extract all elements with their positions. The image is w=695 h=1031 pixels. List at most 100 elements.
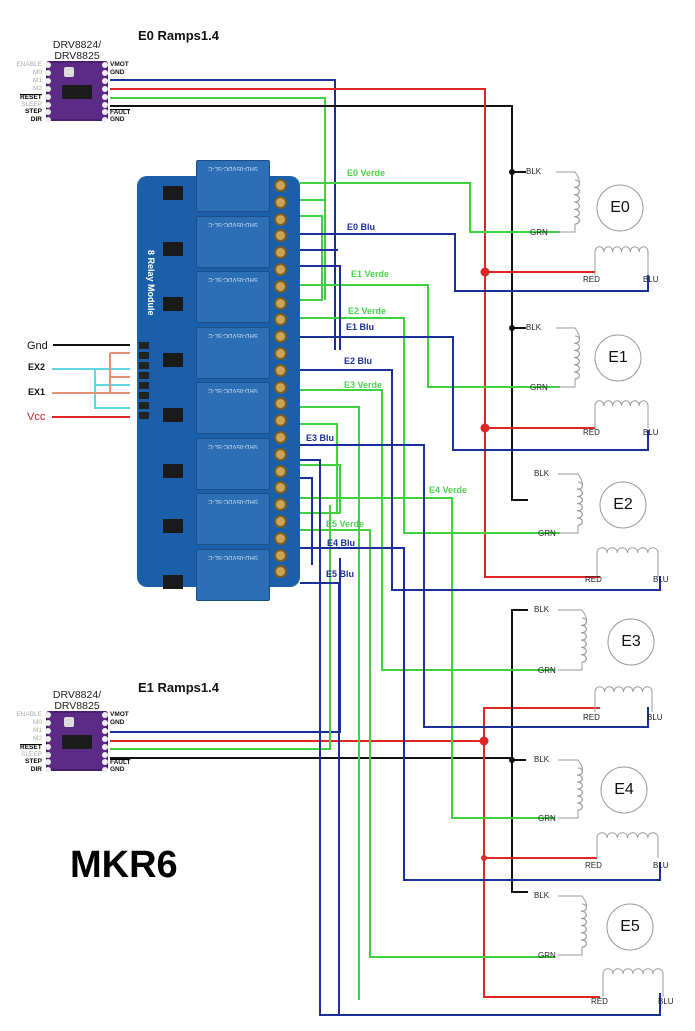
driver-pin — [102, 93, 108, 100]
terminal-screw — [274, 313, 287, 327]
motor-coil-b — [596, 832, 659, 858]
motor-body-circle — [596, 184, 644, 232]
coil-label-red: RED — [583, 428, 600, 437]
terminal-screw — [274, 212, 287, 226]
stepper-motor-e5 — [558, 895, 664, 997]
driver-pin — [45, 69, 51, 76]
coil-label-grn: GRN — [538, 529, 556, 538]
relay-marking: SRD-05VDC-SL-C — [208, 442, 258, 449]
wire-label-e1-verde: E1 Verde — [351, 269, 390, 279]
optocoupler — [163, 241, 183, 256]
wire-e5-blu — [300, 582, 340, 1015]
stepper-motor-e3 — [558, 609, 655, 712]
coil-label-red: RED — [591, 997, 608, 1006]
terminal-screw — [274, 464, 287, 478]
coil-label-blk: BLK — [526, 167, 542, 176]
coil-label-blk: BLK — [534, 605, 550, 614]
driver-pin-label-m1: M1 — [32, 76, 42, 84]
coil-label-red: RED — [583, 275, 600, 284]
coil-label-blk: BLK — [534, 755, 550, 764]
motor-coil-a-loops — [573, 335, 580, 380]
optocoupler — [163, 352, 183, 367]
stepper-motor-e0 — [556, 171, 649, 275]
wire-relay-link — [300, 265, 341, 350]
driver-pin — [45, 93, 51, 100]
motor-name-e3: E3 — [621, 633, 641, 650]
wire-black-bus-lower — [511, 610, 528, 893]
wire-label-e4-verde: E4 Verde — [429, 485, 468, 495]
driver-pin — [45, 743, 51, 750]
driver-pin-label-fault: FAULT — [110, 109, 131, 117]
motor-coil-a-loops — [573, 179, 580, 225]
driver-e0-title: E0 Ramps1.4 — [138, 28, 219, 43]
wire-black-bus-upper — [511, 172, 528, 501]
optocoupler — [163, 297, 183, 311]
coil-label-blk: BLK — [526, 323, 542, 332]
driver-pin-label-m1: M1 — [32, 726, 42, 734]
wire-label-e5-blu: E5 Blu — [326, 569, 355, 579]
input-vcc-label: Vcc — [27, 411, 46, 423]
wire-e0-reset-green — [110, 97, 326, 300]
driver-pin — [45, 62, 51, 68]
driver-pin — [102, 77, 108, 84]
motor-coil-b — [594, 400, 649, 428]
motor-name-e5: E5 — [620, 918, 640, 935]
wire-label-e2-blu: E2 Blu — [344, 356, 373, 366]
terminal-screw — [274, 565, 287, 579]
relay-marking: SRD-05VDC-SL-C — [208, 331, 258, 338]
terminal-screw — [274, 548, 287, 562]
coil-label-blu: BLU — [653, 575, 669, 584]
driver-pin — [45, 759, 51, 766]
stepper-motor-e4 — [558, 759, 659, 858]
stepper-motor-e2 — [558, 473, 659, 577]
driver-pin-label-gnd: GND — [110, 718, 125, 726]
driver-pin-label-reset: RESET — [20, 93, 42, 101]
relay: SRD-05VDC-SL-C — [196, 382, 270, 434]
wire-relay-link — [300, 215, 323, 301]
motor-coil-a-loops — [576, 481, 583, 526]
terminal-screw — [274, 447, 287, 461]
motor-name-e0: E0 — [610, 199, 630, 216]
driver-pin — [45, 751, 51, 758]
terminal-screw — [274, 246, 287, 260]
red-junction-dot — [480, 267, 490, 277]
driver-pin-label-gnd: GND — [110, 116, 125, 124]
wire-label-e2-verde: E2 Verde — [348, 306, 387, 316]
terminal-screw — [274, 531, 287, 545]
motor-coil-a-loops — [580, 617, 587, 663]
optocoupler — [163, 463, 183, 478]
header-pin — [139, 412, 149, 419]
relay-marking: SRD-05VDC-SL-C — [208, 498, 258, 504]
wire-e1-m2-red — [110, 707, 600, 742]
relay: SRD-05VDC-SL-C — [196, 326, 270, 379]
coil-label-blu: BLU — [647, 713, 663, 722]
wire-relay-link — [300, 423, 338, 513]
wire-relay-link — [300, 406, 360, 1000]
driver-pin — [45, 101, 51, 108]
driver-pin-label-m2: M2 — [32, 84, 42, 92]
terminal-screw — [274, 179, 287, 192]
header-pin — [139, 372, 149, 379]
brand-title: MKR6 — [70, 844, 178, 886]
driver-e0-name-line1: DRV8824/ — [52, 39, 102, 51]
motor-name-e4: E4 — [614, 781, 634, 798]
driver-e1-name-line2: DRV8825 — [54, 700, 100, 712]
driver-pin — [45, 735, 51, 742]
wire-e3-verde — [300, 389, 555, 671]
driver-pin — [45, 719, 51, 726]
driver-pin — [45, 727, 51, 734]
coil-label-red: RED — [583, 713, 600, 722]
optocoupler — [163, 519, 183, 533]
relay-marking: SRD-05VDC-SL-C — [208, 276, 258, 282]
wire-label-e0-blu: E0 Blu — [347, 222, 376, 232]
relay-marking: SRD-05VDC-SL-C — [208, 220, 258, 227]
terminal-screw — [274, 363, 287, 377]
header-pin — [139, 402, 149, 409]
relay-module-label: 8 Relay Module — [146, 250, 156, 316]
wire-ex2-branch — [94, 369, 130, 409]
coil-label-red: RED — [585, 861, 602, 870]
driver-pin — [102, 712, 108, 718]
black-junction-dot — [509, 757, 515, 763]
driver-chip — [62, 85, 92, 99]
